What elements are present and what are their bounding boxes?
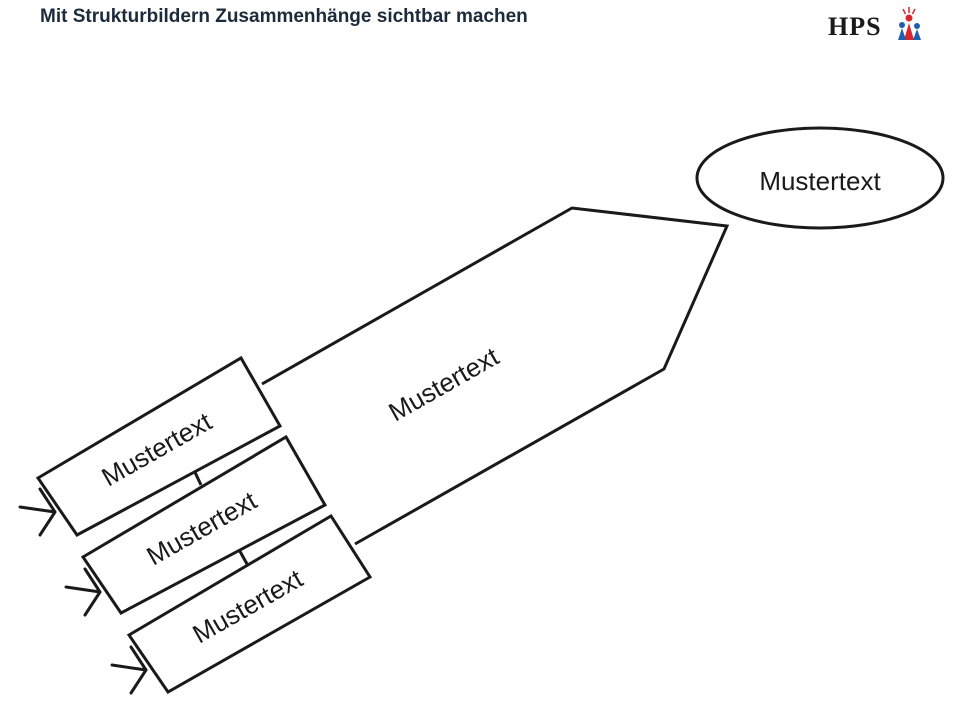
goal-ellipse (695, 126, 945, 230)
logo-text: HPS (828, 12, 882, 41)
arrow-icon (110, 645, 148, 695)
block-1 (35, 355, 283, 537)
block-2 (80, 434, 328, 615)
goal-label: Mustertext (759, 166, 881, 196)
arrow-icon (18, 487, 57, 537)
block-3 (126, 513, 373, 694)
page-title: Mit Strukturbildern Zusammenhänge sichtb… (40, 6, 528, 27)
big-arrow-shape (261, 206, 730, 546)
hps-logo: HPS (828, 4, 924, 44)
arrow-icon (64, 567, 102, 617)
hps-logo-icon (898, 7, 921, 40)
big-arrow-label: Mustertext (383, 341, 504, 427)
